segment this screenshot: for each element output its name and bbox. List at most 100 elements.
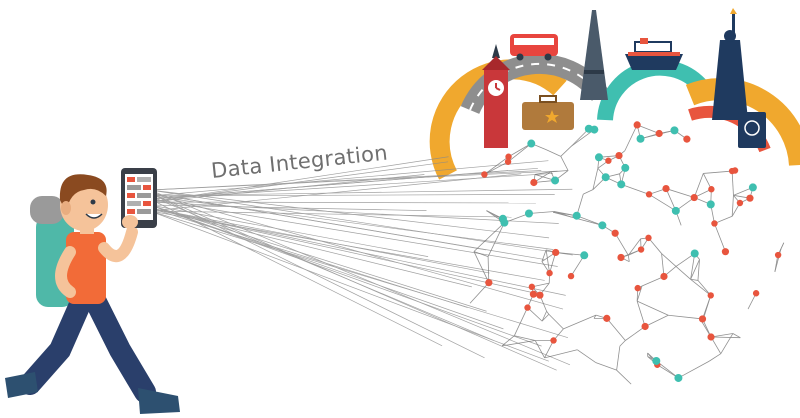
network-node — [721, 248, 730, 256]
network-node — [500, 218, 509, 227]
caption-data-integration: Data Integration — [210, 141, 389, 183]
network-node — [524, 209, 533, 218]
network-edge — [657, 364, 679, 379]
data-ray — [149, 210, 512, 218]
data-ray — [149, 207, 472, 288]
landmarks-group — [429, 8, 800, 180]
network-node — [707, 292, 714, 299]
network-edge — [541, 249, 547, 262]
network-node — [690, 249, 699, 258]
data-ray — [149, 189, 550, 239]
suitcase-icon — [522, 95, 574, 130]
network-node — [641, 322, 649, 331]
network-edge — [636, 300, 669, 316]
network-edge — [606, 318, 626, 341]
network-node — [655, 129, 663, 138]
cruise-ship-icon — [625, 38, 683, 70]
network-node — [529, 290, 538, 298]
network-edge — [513, 307, 528, 336]
teal-arch — [597, 59, 706, 121]
network-edge — [636, 285, 643, 302]
data-ray — [149, 204, 429, 257]
network-node — [711, 220, 718, 227]
network-node — [690, 193, 698, 202]
network-edge — [665, 188, 695, 198]
network-edge — [527, 307, 543, 322]
data-ray — [149, 207, 536, 294]
network-node — [603, 314, 611, 322]
network-node — [528, 283, 536, 291]
network-node — [736, 199, 744, 207]
network-node — [530, 178, 538, 187]
network-edge — [541, 313, 550, 322]
network-node — [708, 186, 715, 193]
network-node — [485, 279, 493, 287]
network-node — [527, 139, 536, 148]
network-edge — [484, 156, 509, 175]
network-node — [706, 200, 715, 209]
network-node — [615, 151, 623, 160]
network-edge — [504, 213, 530, 224]
network-edge — [641, 276, 665, 287]
data-ray — [149, 161, 449, 203]
network-node — [674, 373, 683, 382]
network-edge — [697, 259, 700, 281]
network-edge — [473, 251, 489, 257]
network-edge — [560, 146, 572, 157]
network-edge — [469, 282, 490, 304]
passport-icon — [738, 112, 766, 148]
network-node — [660, 272, 668, 281]
network-node — [698, 315, 707, 323]
network-edge — [624, 124, 638, 151]
data-ray — [149, 210, 549, 362]
network-edge — [708, 353, 721, 362]
data-ray — [149, 173, 522, 212]
data-ray — [149, 192, 557, 371]
traveler-icon — [5, 174, 180, 414]
network-edge — [732, 333, 741, 339]
network-edge — [502, 340, 536, 347]
orange-arch-right — [685, 78, 800, 166]
network-edge — [665, 188, 677, 211]
network-edge — [473, 222, 505, 252]
network-node — [611, 229, 619, 237]
network-edge — [627, 255, 630, 262]
network-node — [505, 153, 512, 160]
network-node — [645, 191, 653, 198]
network-node — [633, 121, 641, 129]
network-node — [551, 176, 560, 185]
network-edge — [534, 171, 551, 175]
data-ray — [149, 170, 558, 191]
network-edge — [576, 215, 603, 226]
network-node — [774, 251, 782, 259]
network-node — [584, 124, 593, 133]
network-edge — [648, 194, 677, 212]
network-node — [748, 183, 757, 192]
network-node — [652, 356, 661, 365]
network-edge — [487, 222, 505, 257]
data-rays — [149, 156, 573, 371]
network-edge — [570, 255, 585, 277]
network-edge — [545, 149, 561, 157]
network-node — [670, 126, 679, 135]
network-edge — [690, 259, 700, 280]
eiffel-tower-icon — [580, 10, 608, 100]
network-edge — [731, 195, 734, 217]
network-node — [605, 157, 612, 164]
network-edge — [534, 340, 545, 359]
data-ray — [149, 201, 536, 204]
network-edge — [625, 326, 646, 341]
network-edge — [697, 280, 712, 296]
network-edge — [703, 170, 733, 174]
network-node — [546, 269, 553, 277]
network-edge — [507, 143, 532, 163]
network-node — [746, 194, 754, 202]
network-edge — [595, 362, 617, 371]
network-node — [617, 180, 626, 189]
network-edge — [592, 168, 599, 190]
network-node — [662, 184, 670, 193]
network-edge — [570, 128, 590, 147]
network-node — [572, 211, 581, 220]
smartphone-icon — [121, 168, 157, 229]
network-node — [524, 304, 531, 311]
